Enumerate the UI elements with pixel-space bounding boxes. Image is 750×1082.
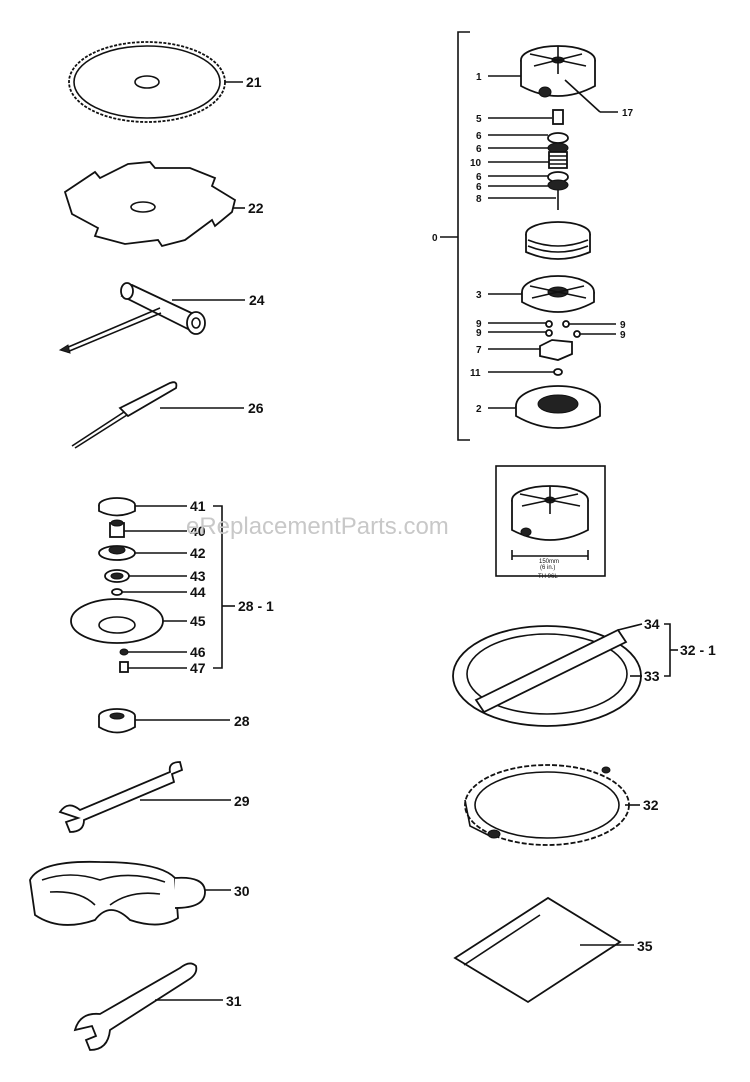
- label-28: 28: [234, 713, 250, 729]
- label-6c: 6: [476, 172, 482, 183]
- inset-head-detail: [495, 465, 606, 577]
- part-22-brush-blade: [63, 161, 245, 248]
- label-6b: 6: [476, 144, 482, 155]
- label-21: 21: [246, 74, 262, 90]
- part-26-screwdriver: [71, 381, 244, 449]
- label-35: 35: [637, 938, 653, 954]
- label-40: 40: [190, 523, 206, 539]
- part-9-pins-7-block: [488, 320, 616, 376]
- part-30-goggles: [29, 860, 231, 926]
- bracket-0: [457, 31, 470, 441]
- label-45: 45: [190, 613, 206, 629]
- label-24: 24: [249, 292, 265, 308]
- label-17: 17: [622, 108, 634, 119]
- label-33: 33: [644, 668, 660, 684]
- label-44: 44: [190, 584, 206, 600]
- label-9d: 9: [620, 330, 626, 341]
- label-8: 8: [476, 194, 482, 205]
- label-26: 26: [248, 400, 264, 416]
- label-22: 22: [248, 200, 264, 216]
- part-32-1-harness: [452, 623, 678, 727]
- label-9b: 9: [476, 328, 482, 339]
- label-32-1: 32 - 1: [680, 642, 716, 658]
- part-35-manual: [453, 896, 634, 1004]
- inset-dimension: 150mm: [539, 559, 559, 565]
- part-2-base: [488, 385, 601, 429]
- label-3: 3: [476, 290, 482, 301]
- label-10: 10: [470, 158, 482, 169]
- label-9a: 9: [476, 319, 482, 330]
- label-1: 1: [476, 72, 482, 83]
- label-6d: 6: [476, 182, 482, 193]
- label-34: 34: [644, 616, 660, 632]
- part-32-ring: [464, 764, 640, 846]
- part-28-1-fixing-kit: [70, 497, 235, 673]
- label-28-1: 28 - 1: [238, 598, 274, 614]
- watermark: eReplacementParts.com: [186, 513, 449, 540]
- inset-dimension-sub: (6 in.): [540, 565, 555, 571]
- label-32: 32: [643, 797, 659, 813]
- label-47: 47: [190, 660, 206, 676]
- label-42: 42: [190, 545, 206, 561]
- label-43: 43: [190, 568, 206, 584]
- label-2: 2: [476, 404, 482, 415]
- part-29-open-wrench: [58, 761, 231, 833]
- label-5: 5: [476, 114, 482, 125]
- label-29: 29: [234, 793, 250, 809]
- label-9c: 9: [620, 320, 626, 331]
- part-3-plate: [488, 275, 595, 313]
- part-21-saw-blade: [68, 41, 243, 123]
- label-31: 31: [226, 993, 242, 1009]
- part-spool: [525, 221, 591, 260]
- inset-model: TH 96L: [538, 574, 558, 580]
- part-31-pin-spanner: [73, 962, 223, 1051]
- part-spring-stack: [488, 109, 569, 210]
- label-30: 30: [234, 883, 250, 899]
- label-6a: 6: [476, 131, 482, 142]
- label-41: 41: [190, 498, 206, 514]
- label-7: 7: [476, 345, 482, 356]
- label-0: 0: [432, 233, 438, 244]
- label-46: 46: [190, 644, 206, 660]
- part-28-cap: [98, 708, 230, 734]
- label-11: 11: [470, 368, 481, 379]
- part-24-t-wrench: [58, 282, 245, 354]
- part-1-trimmer-head: [488, 45, 618, 113]
